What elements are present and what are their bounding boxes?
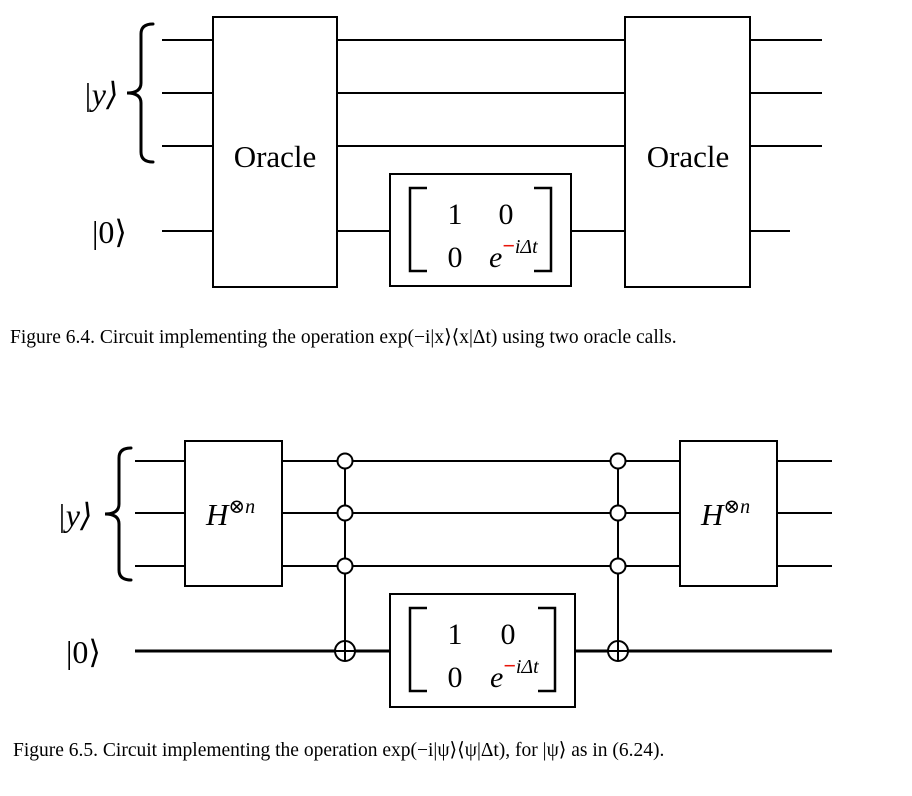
exp-minus-sign: −: [502, 233, 515, 258]
hadamard-left-gate: [184, 440, 283, 587]
oracle-left-label: Oracle: [234, 139, 317, 174]
phase-matrix-gate: 1 0 0 e−iΔt: [389, 173, 572, 287]
matrix-box: [389, 593, 576, 708]
ket-zero-label: |0⟩: [92, 214, 127, 250]
hadamard-superscript: ⊗n: [228, 496, 255, 518]
open-control: [609, 504, 627, 522]
multi-control-column-left: [334, 452, 356, 662]
exp-base: e: [490, 661, 503, 694]
open-control: [609, 452, 627, 470]
matrix-entry-22: e−iΔt: [489, 233, 538, 274]
phase-matrix-gate: 1 0 0 e−iΔt: [389, 593, 576, 708]
open-control: [336, 557, 354, 575]
hadamard-left-label: H⊗n: [205, 496, 255, 532]
matrix-left-bracket: [408, 606, 427, 693]
matrix-entry-12: 0: [501, 618, 516, 651]
oracle-right-label: Oracle: [647, 139, 730, 174]
hadamard-right-gate: [679, 440, 778, 587]
exp-superscript: iΔt: [515, 236, 538, 258]
matrix-entry-21: 0: [448, 241, 463, 274]
matrix-right-bracket: [538, 606, 557, 693]
open-control: [336, 452, 354, 470]
multi-control-column-right: [607, 452, 629, 662]
matrix-entry-22: e−iΔt: [490, 653, 539, 694]
y-register-brace: [104, 446, 133, 582]
hadamard-base: H: [700, 497, 725, 532]
hadamard-base: H: [205, 497, 230, 532]
exp-minus-sign: −: [503, 653, 516, 678]
hadamard-right-label: H⊗n: [700, 496, 750, 532]
hadamard-superscript: ⊗n: [723, 496, 750, 518]
oracle-left-gate: [212, 16, 338, 288]
ket-y-label: |y⟩: [57, 497, 92, 533]
figure-6-4-caption: Figure 6.4. Circuit implementing the ope…: [10, 327, 677, 348]
ket-y-label: |y⟩: [83, 76, 118, 112]
matrix-entry-21: 0: [448, 661, 463, 694]
open-control: [609, 557, 627, 575]
y-register-wires: [162, 39, 822, 147]
exp-superscript: iΔt: [516, 656, 539, 678]
exp-base: e: [489, 241, 502, 274]
matrix-entry-12: 0: [499, 198, 514, 231]
matrix-entry-11: 1: [448, 198, 463, 231]
matrix-box: [389, 173, 572, 287]
figure-6-5-caption: Figure 6.5. Circuit implementing the ope…: [13, 740, 665, 761]
open-control: [336, 504, 354, 522]
matrix-left-bracket: [408, 186, 427, 273]
matrix-right-bracket: [534, 186, 553, 273]
figure-6-4-circuit: |y⟩ |0⟩ Oracle Oracle 1 0 0 e−iΔt: [83, 16, 822, 288]
matrix-entry-11: 1: [448, 618, 463, 651]
figure-6-5-circuit: |y⟩ |0⟩ H⊗n H⊗n 1 0 0 e−iΔt: [57, 440, 832, 708]
ket-zero-label: |0⟩: [66, 634, 101, 670]
oracle-right-gate: [624, 16, 751, 288]
y-register-brace: [126, 22, 155, 164]
